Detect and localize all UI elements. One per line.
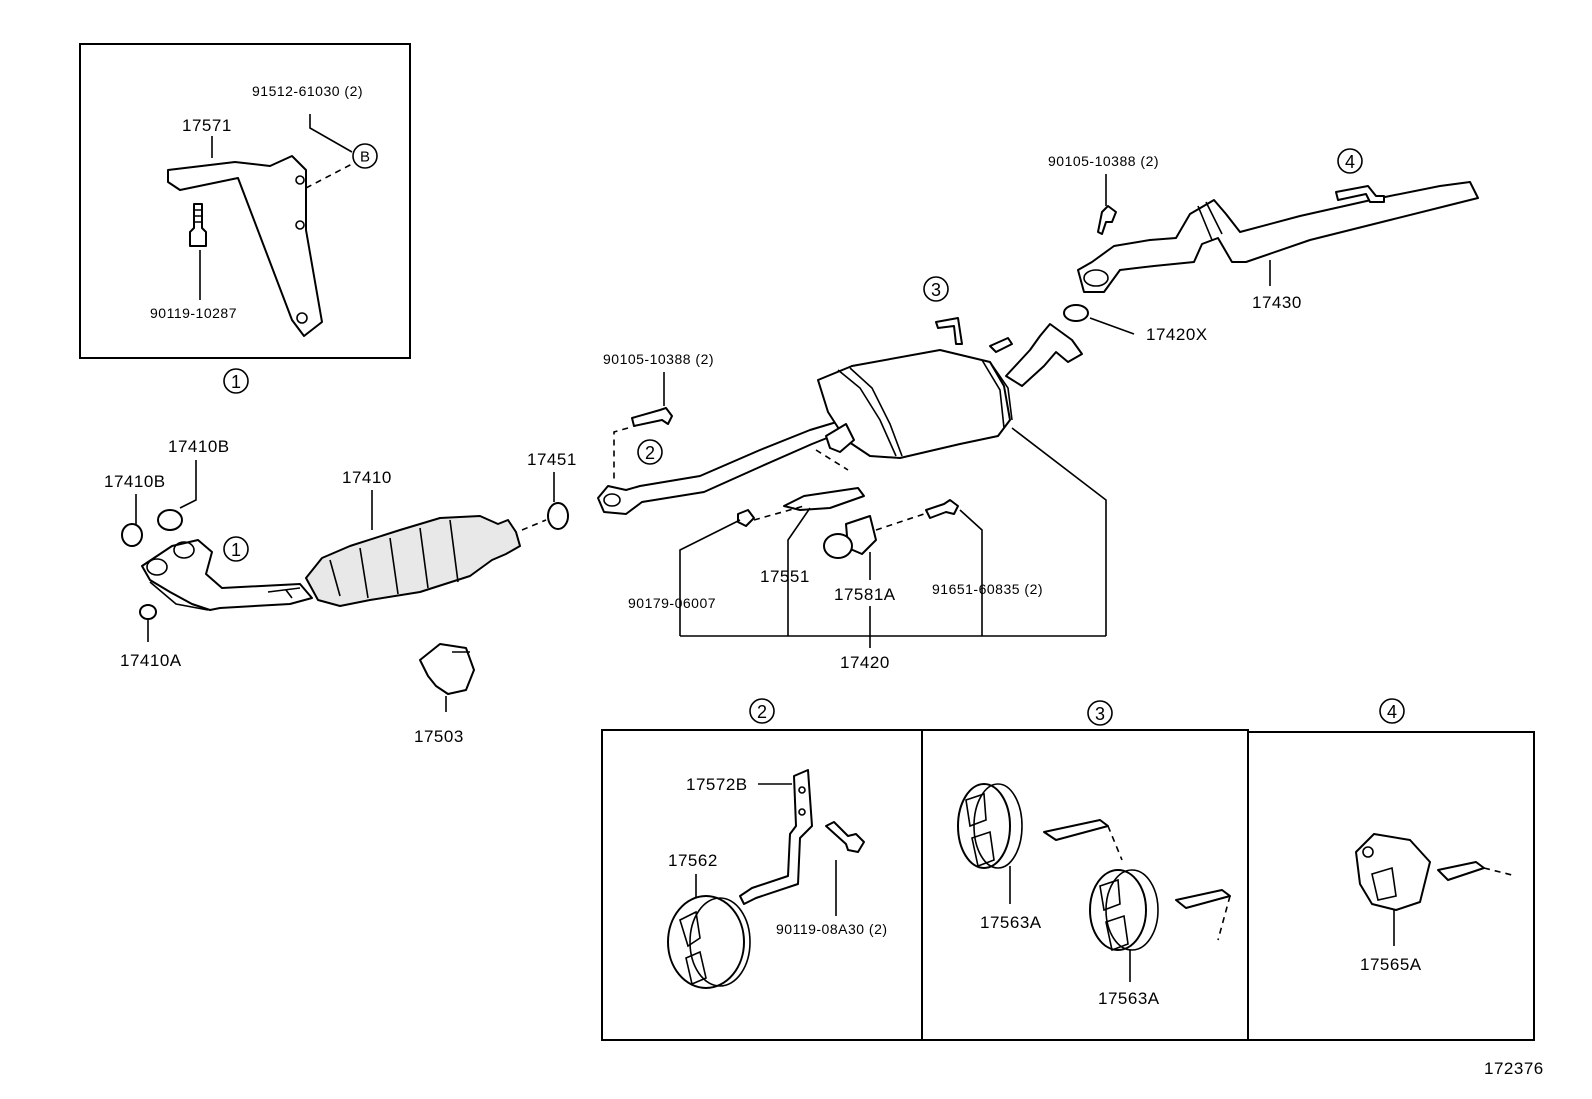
label-90179-06007: 90179-06007: [628, 595, 716, 611]
detail-box-4: [1247, 731, 1535, 1041]
gasket-17410B-b: [157, 509, 183, 531]
label-90119-08A30: 90119-08A30 (2): [776, 921, 888, 937]
gasket-17451: [547, 502, 569, 530]
part-17503-bracket: [419, 643, 475, 695]
label-17410A: 17410A: [120, 651, 182, 670]
part-17571-bracket: [167, 155, 323, 337]
part-17581A-plug: [823, 533, 853, 559]
label-17563A-b: 17563A: [1098, 989, 1160, 1008]
hanger-rod-muffler-b: [989, 337, 1013, 353]
bolt-90119-08A30: [825, 821, 865, 853]
callout-1-pipe: 1: [231, 540, 241, 560]
part-17562-rubber-mount: [667, 895, 745, 989]
part-17551-plate: [783, 487, 865, 511]
label-17410B-top: 17410B: [168, 437, 230, 456]
bolt-90119-10287: [189, 203, 207, 247]
part-17430-tail-pipe: [1077, 181, 1479, 293]
callout-4-box: 4: [1387, 702, 1397, 722]
label-17565A: 17565A: [1360, 955, 1422, 974]
label-17420X: 17420X: [1146, 325, 1208, 344]
hanger-rod-box3-a: [1043, 819, 1109, 841]
label-91651-60835: 91651-60835 (2): [932, 581, 1043, 597]
label-17410: 17410: [342, 468, 392, 487]
hanger-rod-muffler-a: [935, 317, 963, 345]
part-17420-outlet-pipe: [1005, 323, 1083, 387]
label-17410B-left: 17410B: [104, 472, 166, 491]
label-90105-10388-top: 90105-10388 (2): [1048, 153, 1159, 169]
callout-2-pipe: 2: [645, 443, 655, 463]
label-17571: 17571: [182, 116, 232, 135]
nut-17410A: [139, 604, 157, 620]
part-17563A-rubber-mount-b: [1089, 869, 1147, 951]
figure-number: 172376: [1484, 1059, 1544, 1078]
label-17563A-a: 17563A: [980, 913, 1042, 932]
detail-box-3: [921, 729, 1249, 1041]
label-17430: 17430: [1252, 293, 1302, 312]
label-17551: 17551: [760, 567, 810, 586]
part-17563A-rubber-mount-a: [957, 783, 1011, 869]
label-17572B: 17572B: [686, 775, 748, 794]
gasket-17420X: [1063, 304, 1089, 322]
callout-3-box: 3: [1095, 704, 1105, 724]
hanger-rod-box4: [1437, 861, 1485, 881]
gasket-17410B-a: [121, 523, 143, 547]
label-17503: 17503: [414, 727, 464, 746]
label-90105-10388-mid: 90105-10388 (2): [603, 351, 714, 367]
label-17451: 17451: [527, 450, 577, 469]
part-17410-catalytic-converter: [305, 515, 521, 607]
circle-b-label: B: [360, 149, 370, 166]
nut-90179-06007: [737, 509, 755, 527]
part-17572B-hanger: [739, 769, 813, 905]
label-17420: 17420: [840, 653, 890, 672]
label-91512-61030: 91512-61030 (2): [252, 83, 363, 99]
bolt-91651-60835: [925, 499, 959, 519]
hanger-rod-tail: [1335, 185, 1385, 203]
label-90119-10287: 90119-10287: [150, 305, 237, 321]
callout-2-box: 2: [757, 702, 767, 722]
part-17410-manifold: [141, 539, 313, 611]
circle-b-marker: [352, 143, 378, 169]
hanger-rod-box3-b: [1175, 889, 1231, 909]
detail-box-1: [79, 43, 411, 359]
label-17562: 17562: [668, 851, 718, 870]
bolt-90105-10388-top: [1097, 205, 1117, 235]
callout-3-muffler: 3: [931, 280, 941, 300]
part-muffler-hanger-block: [825, 423, 855, 453]
callout-1-box: 1: [231, 372, 241, 392]
label-17581A: 17581A: [834, 585, 896, 604]
callout-4-tail: 4: [1345, 152, 1355, 172]
bolt-90105-10388-mid: [631, 407, 673, 427]
